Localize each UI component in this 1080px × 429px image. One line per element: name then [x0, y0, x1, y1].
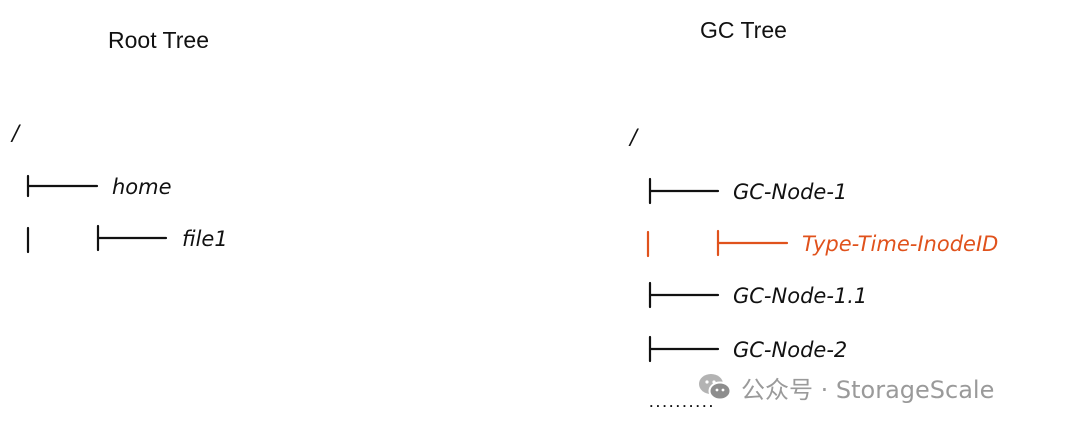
gc-tree-ellipsis: .......... — [648, 397, 714, 410]
watermark-text: 公众号 · StorageScale — [741, 375, 995, 404]
root-node-home: home — [112, 175, 172, 199]
gc-node-1: GC-Node-1 — [733, 180, 847, 204]
root-tree-title: Root Tree — [108, 27, 209, 53]
gc-tree-root: / — [628, 125, 639, 149]
gc-node-1-1: GC-Node-1.1 — [733, 284, 867, 308]
gc-tree-title: GC Tree — [700, 17, 787, 43]
wechat-icon — [699, 374, 732, 401]
gc-node-inode-id: Type-Time-InodeID — [802, 232, 998, 256]
watermark: 公众号 · StorageScale — [697, 369, 994, 405]
root-tree-root: / — [10, 121, 21, 145]
root-node-file1: file1 — [182, 227, 228, 251]
gc-node-2: GC-Node-2 — [733, 338, 847, 362]
